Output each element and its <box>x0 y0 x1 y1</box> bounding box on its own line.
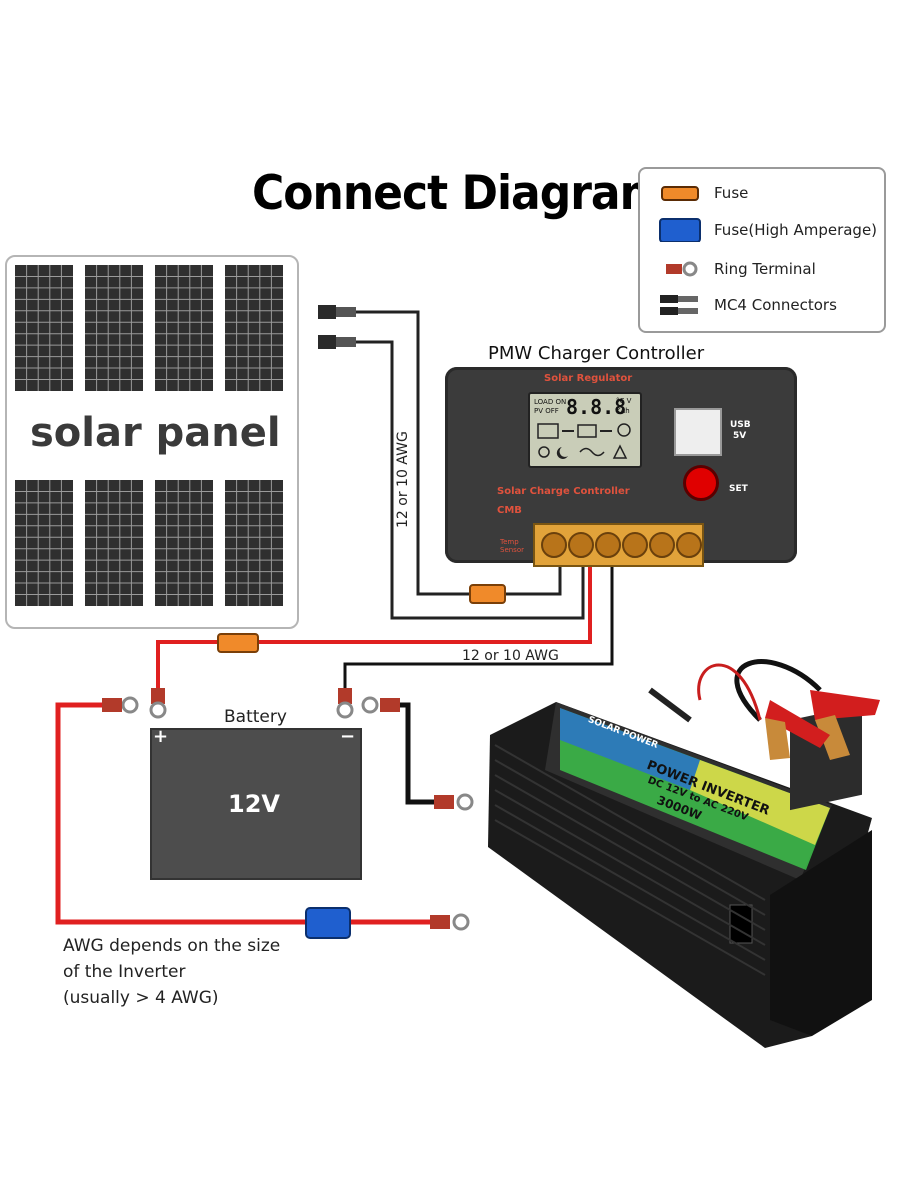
fuse-icon <box>217 633 259 653</box>
controller-body-label: Solar Charge Controller <box>497 486 630 497</box>
lcd-digits: 8.8.8 <box>566 395 627 419</box>
lcd-pv-off: PV OFF <box>534 407 559 415</box>
moon-icon <box>556 447 568 459</box>
usb-port-icon <box>674 408 722 456</box>
ring-terminal-icon <box>434 793 474 811</box>
fuse-icon <box>469 584 506 604</box>
screw-icon <box>622 532 648 558</box>
ring-terminal-icon <box>666 261 698 277</box>
battery-positive-wire <box>156 560 592 690</box>
lcd-unit-1: °C V <box>616 397 632 405</box>
ring-terminal-icon <box>430 913 470 931</box>
screw-icon <box>541 532 567 558</box>
lcd-display: LOAD ON PV OFF 8.8.8 °C V KAh <box>528 392 642 468</box>
screw-icon <box>676 532 702 558</box>
screw-icon <box>595 532 621 558</box>
power-inverter <box>488 702 872 1048</box>
inverter-positive-wire <box>55 702 430 925</box>
legend-label: Ring Terminal <box>714 260 816 278</box>
sun-icon <box>538 446 550 458</box>
high-amp-fuse-icon <box>305 907 351 939</box>
legend-label: Fuse(High Amperage) <box>714 221 878 239</box>
usb-label-2: 5V <box>733 431 747 441</box>
awg-note-line2: of the Inverter <box>63 962 186 982</box>
battery-negative-wire <box>343 560 614 690</box>
wave-icon <box>579 447 605 457</box>
battery-plus: + <box>153 726 169 747</box>
red-clamp-icon <box>765 690 880 760</box>
mc4-connector-icon <box>660 295 698 315</box>
terminal-block <box>533 523 704 567</box>
legend-item-fuse: Fuse <box>640 177 884 209</box>
legend-item-ring-terminal: Ring Terminal <box>640 253 884 285</box>
awg-label-vertical: 12 or 10 AWG <box>395 431 411 528</box>
temp-label-2: Sensor <box>500 546 524 554</box>
battery-label: Battery <box>224 707 287 727</box>
legend-label: MC4 Connectors <box>714 296 837 314</box>
solar-panel-label: solar panel <box>30 410 281 456</box>
mc4-wires <box>355 310 585 620</box>
legend-item-mc4: MC4 Connectors <box>640 289 884 321</box>
screw-icon <box>649 532 675 558</box>
lcd-unit-2: KAh <box>616 407 630 415</box>
legend: Fuse Fuse(High Amperage) Ring Terminal M… <box>638 167 886 333</box>
bulb-icon <box>617 423 631 437</box>
battery-minus: − <box>340 726 356 747</box>
awg-label-horizontal: 12 or 10 AWG <box>462 648 559 664</box>
controller-title: PMW Charger Controller <box>488 343 705 364</box>
set-label: SET <box>729 484 748 494</box>
battery-icon <box>577 424 597 438</box>
ring-terminal-icon <box>102 688 400 719</box>
awg-note-line1: AWG depends on the size <box>63 936 281 956</box>
panel-icon <box>537 423 559 439</box>
set-button[interactable] <box>683 465 719 501</box>
diagram-title: Connect Diagram <box>252 166 665 222</box>
lcd-load-on: LOAD ON <box>534 398 567 406</box>
screw-icon <box>568 532 594 558</box>
battery-clamp-cables <box>648 659 822 723</box>
controller-top-label: Solar Regulator <box>544 373 633 384</box>
high-amp-fuse-icon <box>659 218 701 242</box>
awg-note-line3: (usually > 4 AWG) <box>63 988 219 1008</box>
mc4-connector-icon <box>318 305 356 349</box>
legend-item-high-amp-fuse: Fuse(High Amperage) <box>640 214 884 246</box>
lcd-icons <box>537 423 631 459</box>
warning-icon <box>612 444 628 459</box>
usb-label-1: USB <box>730 420 751 430</box>
temp-label-1: Temp <box>500 538 519 546</box>
battery <box>150 728 362 880</box>
inverter-negative-wire <box>400 702 434 805</box>
battery-voltage: 12V <box>228 790 280 818</box>
fuse-icon <box>661 186 699 201</box>
legend-label: Fuse <box>714 184 749 202</box>
controller-brand: CMB <box>497 505 522 516</box>
awg-note: AWG depends on the size of the Inverter … <box>63 933 280 1011</box>
